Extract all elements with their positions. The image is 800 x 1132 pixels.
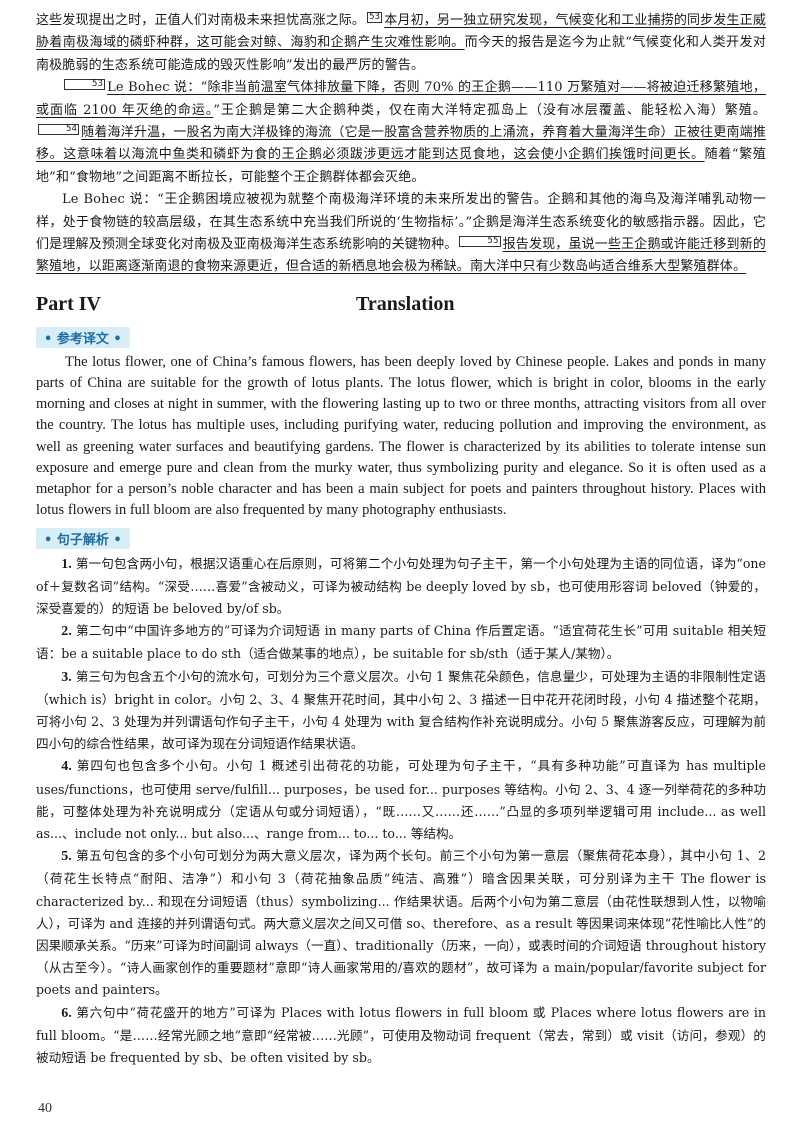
paragraph-text: 而今天的报告是迄今为止就“气候变化和人类开发对南极脆弱的生态系统可能造成的毁灭性… xyxy=(36,35,766,73)
note-number: 3. xyxy=(61,669,72,685)
note-number: 1. xyxy=(61,556,72,572)
paragraph-text: ”王企鹅是第二大企鹅种类，仅在南大洋特定孤岛上（没有冰层覆盖、能轻松入海）繁殖。 xyxy=(213,102,766,118)
part-title: Translation xyxy=(356,292,455,315)
question-number-marker: 55 xyxy=(459,235,501,247)
underlined-text: 随着海洋升温，一股名为南大洋极锋的海流（它是一股富含营养物质的上涌流，养育着大量… xyxy=(36,125,766,163)
question-number-marker: 54 xyxy=(38,123,80,135)
analysis-note: 3. 第三句为包含五个小句的流水句，可划分为三个意义层次。小句 1 聚焦花朵颜色… xyxy=(36,666,766,756)
analysis-note: 6. 第六句中“荷花盛开的地方”可译为 Places with lotus fl… xyxy=(36,1002,766,1070)
note-text: 第二句中“中国许多地方的”可译为介词短语 in many parts of Ch… xyxy=(36,623,766,662)
analysis-note: 4. 第四句也包含多个小句。小句 1 概述引出荷花的功能，可处理为句子主干，“具… xyxy=(36,755,766,845)
note-number: 2. xyxy=(61,624,72,640)
underlined-text: 报告发现，虽说一些王企鹅或许能迁移到新的繁殖地，以距离逐渐南退的食物来源更近，但… xyxy=(36,237,766,275)
sentence-analysis-tag: • 句子解析 • xyxy=(36,527,130,549)
underlined-text: Le Bohec 说：“除非当前温室气体排放量下降，否则 70% 的王企鹅——1… xyxy=(36,80,766,118)
underlined-text: 本月初，另一独立研究发现，气候变化和工业捕捞的同步发生正威胁着南极海域的磷虾种群… xyxy=(36,13,766,51)
note-text: 第三句为包含五个小句的流水句，可划分为三个意义层次。小句 1 聚焦花朵颜色，信息… xyxy=(36,668,766,752)
note-text: 第四句也包含多个小句。小句 1 概述引出荷花的功能，可处理为句子主干，“具有多种… xyxy=(36,758,766,841)
note-text: 第一句包含两小句，根据汉语重心在后原则，可将第二个小句处理为句子主干，第一个小句… xyxy=(36,555,766,616)
reference-translation: The lotus flower, one of China’s famous … xyxy=(36,353,766,519)
note-number: 5. xyxy=(61,849,72,865)
part-heading: Part IV Translation xyxy=(36,293,766,327)
note-text: 第五句包含的多个小句可划分为两大意义层次，译为两个长句。前三个小句为第一意层（聚… xyxy=(36,848,766,998)
analysis-note: 2. 第二句中“中国许多地方的”可译为介词短语 in many parts of… xyxy=(36,620,766,665)
note-text: 第六句中“荷花盛开的地方”可译为 Places with lotus flowe… xyxy=(36,1004,766,1065)
note-number: 6. xyxy=(61,1005,72,1021)
part-label: Part IV xyxy=(36,292,101,315)
paragraph-text: 这些发现提出之时，正值人们对南极未来担忧高涨之际。 xyxy=(36,13,366,28)
paragraph-text: Le Bohec 说：“王企鹅困境应被视为就整个南极海洋环境的未来所发出的警告。… xyxy=(36,192,766,253)
analysis-note: 5. 第五句包含的多个小句可划分为两大意义层次，译为两个长句。前三个小句为第一意… xyxy=(36,845,766,1001)
paragraph-text: 随着“繁殖地”和“食物地”之间距离不断拉长，可能整个王企鹅群体都会灭绝。 xyxy=(36,147,766,185)
question-number-marker: 53 xyxy=(64,78,106,90)
note-number: 4. xyxy=(61,759,72,775)
reference-translation-tag: • 参考译文 • xyxy=(36,326,130,348)
page-number: 40 xyxy=(38,1101,52,1116)
analysis-note: 1. 第一句包含两小句，根据汉语重心在后原则，可将第二个小句处理为句子主干，第一… xyxy=(36,553,766,621)
reading-answer-paragraph-3: Le Bohec 说：“王企鹅困境应被视为就整个南极海洋环境的未来所发出的警告。… xyxy=(36,189,766,279)
question-number-marker: 53 xyxy=(367,11,383,23)
